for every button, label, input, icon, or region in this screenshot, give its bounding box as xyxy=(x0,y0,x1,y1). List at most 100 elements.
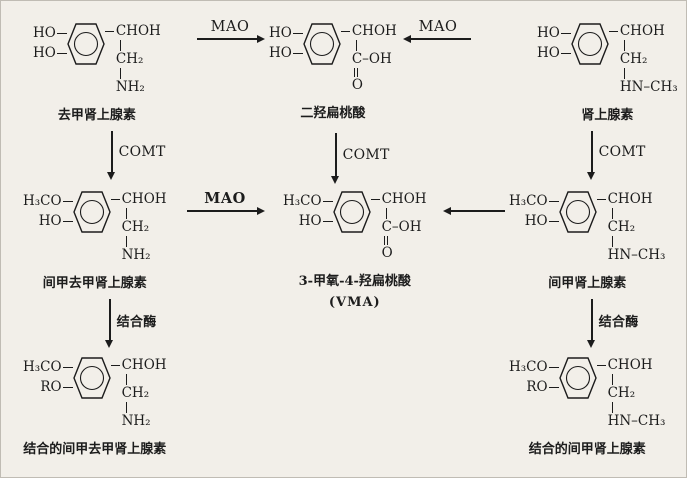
bond xyxy=(611,236,613,247)
chain-row: CHOH xyxy=(340,23,397,40)
bond xyxy=(596,364,606,367)
bond xyxy=(548,220,559,223)
arrow-shaft xyxy=(107,131,116,180)
benzene-ring-icon xyxy=(72,191,111,233)
side-chain: CHOH CH₂ NH₂ xyxy=(104,23,161,96)
chain-row: CHOH xyxy=(104,23,161,40)
benzene-ring-icon xyxy=(67,23,105,65)
arrowhead-down-icon xyxy=(587,340,596,348)
bond xyxy=(110,364,120,367)
substituent-row: HO xyxy=(299,213,333,230)
bond xyxy=(611,374,613,385)
chain-row: CHOH xyxy=(596,191,653,208)
bond xyxy=(62,200,73,203)
bond xyxy=(340,30,350,33)
bond xyxy=(560,32,571,35)
arrowhead-down-icon xyxy=(107,172,116,180)
molecule-label: 间甲去甲肾上腺素 xyxy=(42,276,147,291)
arrow-shaft xyxy=(403,34,471,43)
enzyme-label: COMT xyxy=(118,144,166,160)
side-chain: CHOH CH₂ HN–CH₃ xyxy=(608,23,678,96)
chain-group: O xyxy=(381,245,393,261)
bond xyxy=(560,52,571,55)
ring-substituents: H₃CO RO xyxy=(23,359,73,396)
bond xyxy=(322,200,333,203)
molecule-label: 间甲肾上腺素 xyxy=(548,276,627,291)
arrowhead-left-icon xyxy=(443,206,451,215)
substituent-row: HO xyxy=(33,45,67,62)
substituent: RO xyxy=(526,379,548,395)
enzyme-label: COMT xyxy=(598,144,646,160)
structure: H₃CO HO CHOH CH₂ HN–CH₃ xyxy=(509,183,665,264)
bond xyxy=(125,236,127,247)
molecule-label: 3-甲氧-4-羟扁桃酸 xyxy=(298,274,411,289)
chain-group: CHOH xyxy=(381,191,427,207)
structure: H₃CO RO CHOH CH₂ NH₂ xyxy=(23,349,167,430)
benzene-ring-icon xyxy=(571,23,609,65)
ring-substituents: H₃CO RO xyxy=(509,359,559,396)
bond xyxy=(611,402,613,413)
bond xyxy=(119,40,122,51)
chain-group: CH₂ xyxy=(607,385,636,401)
chain-group: C–OH xyxy=(351,51,392,67)
substituent: HO xyxy=(269,45,292,61)
arrow-shaft xyxy=(587,131,596,180)
molecule-conjugated-normetanephrine: H₃CO RO CHOH CH₂ NH₂ 结合的间甲去甲肾上腺素 xyxy=(23,349,167,457)
arrowhead-down-icon xyxy=(587,172,596,180)
arrow-comt-middle: COMT xyxy=(331,133,390,184)
arrowhead-right-icon xyxy=(257,34,265,43)
arrow-shaft xyxy=(105,299,114,348)
chain-group: O xyxy=(351,77,363,93)
chain-row: CHOH xyxy=(370,191,427,208)
substituent: HO xyxy=(38,213,62,229)
molecule-dihydroxymandelic-acid: HO HO CHOH C–OH O 二羟扁桃酸 xyxy=(269,15,397,121)
structure: HO HO CHOH C–OH O xyxy=(269,15,397,94)
substituent: H₃CO xyxy=(509,359,548,375)
substituent-row: H₃CO xyxy=(23,193,73,210)
substituent: HO xyxy=(33,25,56,41)
chain-group: CH₂ xyxy=(121,385,150,401)
molecule-label: 肾上腺素 xyxy=(581,108,634,123)
arrowhead-right-icon xyxy=(257,206,265,215)
benzene-ring-icon xyxy=(558,191,597,233)
chain-group: CHOH xyxy=(607,191,653,207)
bond xyxy=(370,198,380,201)
side-chain: CHOH CH₂ NH₂ xyxy=(110,357,167,430)
side-chain: CHOH CH₂ HN–CH₃ xyxy=(596,357,665,430)
substituent: RO xyxy=(40,379,62,395)
arrowhead-down-icon xyxy=(331,176,340,184)
molecule-metanephrine: H₃CO HO CHOH CH₂ HN–CH₃ 间甲肾上腺素 xyxy=(509,183,665,291)
substituent-row: HO xyxy=(525,213,559,230)
bond xyxy=(548,200,559,203)
substituent-row: HO xyxy=(39,213,73,230)
ring-substituents: HO HO xyxy=(269,25,303,62)
ring-substituents: H₃CO HO xyxy=(283,193,333,230)
arrow-comt-left: COMT xyxy=(107,131,166,180)
molecule-label: 结合的间甲去甲肾上腺素 xyxy=(23,442,167,457)
bond xyxy=(611,208,613,219)
substituent-row: HO xyxy=(33,25,67,42)
benzene-ring-icon xyxy=(558,357,597,399)
bond xyxy=(548,386,559,389)
side-chain: CHOH C–OH O xyxy=(370,191,427,262)
bond xyxy=(355,40,358,51)
chain-group: CH₂ xyxy=(121,219,150,235)
side-chain: CHOH CH₂ HN–CH₃ xyxy=(596,191,665,264)
bond xyxy=(292,32,303,35)
enzyme-label: 结合酶 xyxy=(116,314,157,330)
molecule-label: 去甲肾上腺素 xyxy=(57,108,136,123)
chain-group: HN–CH₃ xyxy=(619,79,678,95)
chain-group: NH₂ xyxy=(121,413,151,429)
substituent-row: RO xyxy=(526,379,559,396)
arrow-conjugase-left: 结合酶 xyxy=(105,299,157,348)
bond xyxy=(110,198,120,201)
arrow-shaft xyxy=(587,299,596,348)
ring-substituents: H₃CO HO xyxy=(23,193,73,230)
benzene-ring-icon xyxy=(332,191,371,233)
chain-row: CHOH xyxy=(110,191,167,208)
side-chain: CHOH CH₂ NH₂ xyxy=(110,191,167,264)
bond xyxy=(56,52,67,55)
structure: HO HO CHOH CH₂ NH₂ xyxy=(33,15,161,96)
bond xyxy=(385,208,387,219)
bond xyxy=(62,220,73,223)
